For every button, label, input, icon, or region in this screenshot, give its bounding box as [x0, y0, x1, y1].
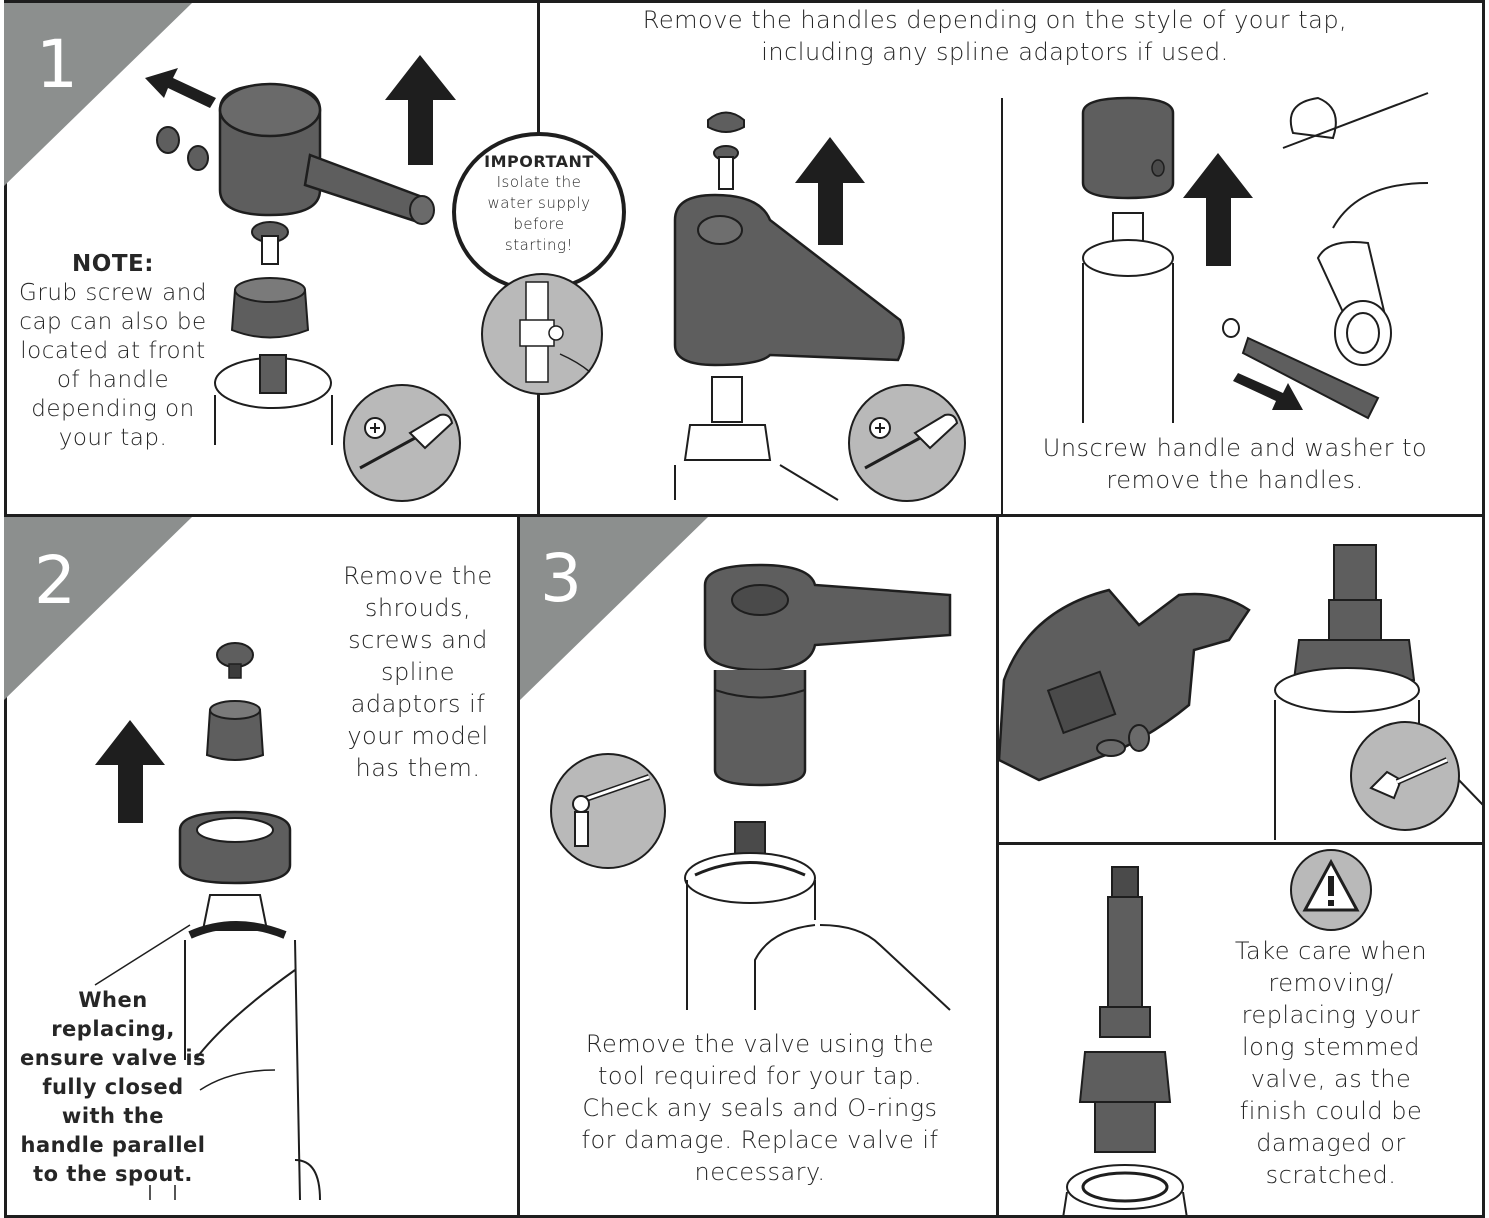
arrow-up-icon [385, 55, 456, 165]
arrow-up-icon [1183, 153, 1253, 266]
unscrew-caption: Unscrew handle and washer to remove the … [1042, 434, 1428, 494]
isolation-valve-icon [481, 273, 603, 395]
note-title: NOTE: [72, 251, 154, 277]
arrow-up-icon [95, 720, 165, 823]
socket-wrench-illustration [684, 563, 952, 1011]
note-body: Grub screw and cap can also be located a… [19, 280, 207, 451]
row-divider [4, 514, 1485, 517]
lever-tap-illustration [673, 111, 905, 501]
remove-valve-text: Remove the valve using the tool required… [581, 1030, 939, 1186]
long-stem-caution: Take care when removing/ replacing your … [1234, 937, 1428, 1189]
shroud-removal-illustration [95, 642, 321, 1201]
step-3-triangle [520, 517, 708, 700]
important-title: IMPORTANT [484, 152, 594, 171]
arrow-down-right-icon [1233, 373, 1303, 410]
arrow-up-icon [795, 137, 865, 245]
adjustable-wrench-illustration [997, 544, 1484, 840]
important-text: IMPORTANT Isolate the water supply befor… [470, 152, 608, 256]
warning-triangle-icon [1290, 849, 1372, 931]
important-callout [452, 132, 626, 292]
lever-handle-illustration [145, 55, 456, 445]
long-stem-valve-illustration [1062, 866, 1188, 1218]
remove-shrouds-text: Remove the shrouds, screws and spline ad… [343, 562, 493, 782]
screwdriver-icon [343, 384, 461, 502]
step-1-triangle [4, 3, 192, 186]
grub-screw-note: NOTE: Grub screw and cap can also be loc… [18, 250, 208, 453]
top-right-inner-divider [1001, 98, 1003, 516]
wrench-icon [1350, 721, 1460, 831]
arrow-left-icon [145, 68, 216, 108]
callout-line [94, 924, 276, 1091]
knob-tap-illustration [1081, 92, 1429, 423]
important-body: Isolate the water supply before starting… [487, 173, 591, 254]
step-2-number: 2 [34, 542, 76, 619]
bottom-column-divider-left [517, 514, 520, 1218]
bottom-right-divider [996, 842, 1485, 845]
bottom-column-divider-right [996, 514, 999, 1218]
step-2-triangle [4, 517, 192, 700]
socket-wrench-icon [550, 753, 666, 869]
remove-handles-heading: Remove the handles depending on the styl… [642, 6, 1348, 66]
step-3-number: 3 [540, 540, 582, 617]
screwdriver-icon [848, 384, 966, 502]
step-1-number: 1 [36, 26, 78, 103]
valve-closed-warning: When replacing, ensure valve is fully cl… [19, 988, 207, 1186]
